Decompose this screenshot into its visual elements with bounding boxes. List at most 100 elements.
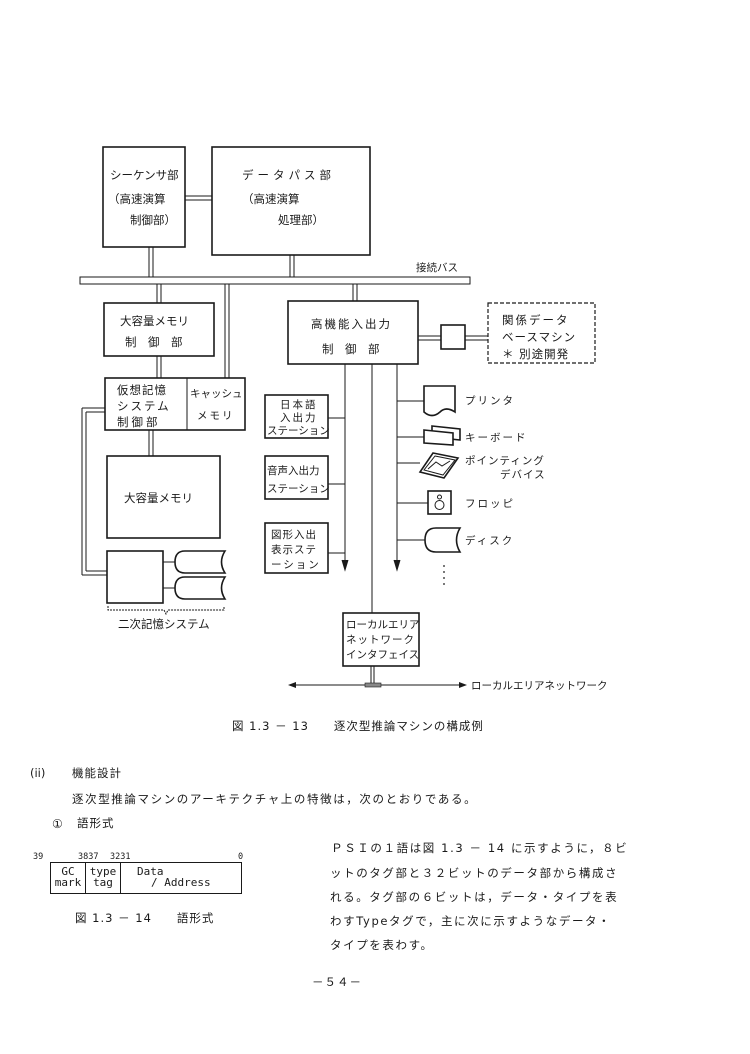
station-label: ステーション — [267, 483, 330, 495]
station-label: 入出力 — [280, 411, 318, 424]
local-area-network-line: ローカルエリアネットワーク — [288, 680, 608, 692]
paragraph-line: ＰＳＩの１語は図 1.3 － 14 に示すように，８ビ — [318, 841, 629, 855]
keyboard-icon — [423, 425, 461, 446]
memctrl-vm-link — [156, 356, 162, 378]
peripheral-disk: ディスク — [397, 527, 514, 553]
field-line: Data — [137, 865, 164, 878]
floppy-icon — [427, 490, 452, 515]
station-label: 日本語 — [280, 398, 318, 411]
io-controller-label: 高機能入出力 — [311, 317, 392, 331]
memory-controller-sub: 制 御 部 — [125, 335, 183, 349]
vm-secondary-link — [81, 407, 107, 576]
bit-label-32-31: 3231 — [110, 852, 131, 862]
field-line: GC — [61, 865, 75, 878]
keyboard-label: キーボード — [465, 432, 528, 444]
lan-drop-line — [370, 666, 375, 684]
main-memory-label: 大容量メモリ — [124, 491, 193, 505]
secondary-storage-label: 二次記憶システム — [118, 617, 210, 631]
memory-controller-box: 大容量メモリ 制 御 部 — [103, 302, 215, 357]
peripheral-keyboard: キーボード — [397, 425, 528, 446]
bus-label: 接続バス — [416, 261, 458, 274]
disk-icon — [424, 527, 462, 553]
pointing-device-label: ポインティング — [465, 454, 545, 467]
floppy-label: フロッピ — [465, 498, 515, 510]
rdb-machine-sub1: ベースマシン — [502, 330, 576, 344]
cache-sub: メモリ — [197, 410, 235, 422]
vm-controller-sub2: 制御部 — [117, 415, 161, 429]
peripheral-floppy: フロッピ — [397, 490, 515, 515]
graphics-io-station-box: 図形入出 表示ステ ーション — [264, 522, 345, 574]
type-tag-field: type tag — [86, 863, 121, 893]
connection-bus: 接続バス — [79, 261, 471, 285]
datapath-label: データパス部 — [242, 168, 335, 182]
vm-controller-label: 仮想記憶 — [117, 383, 167, 397]
rdb-machine-sub2: ＊ 別途開発 — [502, 347, 569, 361]
field-line: type — [89, 865, 117, 878]
lan-interface-sub1: ネットワーク — [346, 634, 415, 646]
section-heading: 機能設計 — [72, 766, 122, 780]
sequencer-sub1: （高速演算 — [108, 192, 166, 206]
gc-mark-field: GC mark — [51, 863, 86, 893]
sequencer-unit-box: シーケンサ部 （高速演算 制御部） — [102, 146, 186, 248]
station-label: 音声入出力 — [267, 464, 320, 477]
disk-drive-icon — [174, 550, 227, 574]
sequencer-sub2: 制御部） — [130, 213, 176, 227]
vm-controller-sub1: システム — [117, 399, 171, 413]
bit-label-0: 0 — [238, 852, 244, 862]
io-rdb-link — [418, 335, 488, 341]
disk-label: ディスク — [465, 534, 514, 547]
seq-datapath-link — [185, 195, 212, 201]
data-address-field: Data / Address — [121, 863, 241, 893]
io-channel-lines — [341, 364, 401, 613]
printer-label: プリンタ — [465, 395, 515, 407]
item-title: 語形式 — [77, 816, 115, 830]
station-label: ーション — [271, 559, 321, 571]
figure-13-caption: 図 1.3 － 13 逐次型推論マシンの構成例 — [232, 719, 484, 733]
figure-14-caption: 図 1.3 － 14 語形式 — [75, 911, 215, 925]
lan-label: ローカルエリアネットワーク — [471, 680, 608, 692]
paragraph-line: れる。タグ部の６ビットは，データ・タイプを表 — [330, 890, 619, 904]
architecture-diagram: シーケンサ部 （高速演算 制御部） データパス部 （高速演算 処理部） 接続バス… — [79, 146, 608, 692]
secondary-storage-group: 二次記憶システム — [106, 550, 227, 631]
cache-label: キャッシュ — [190, 388, 243, 400]
bit-label-38-37: 3837 — [78, 852, 99, 862]
peripheral-printer: プリンタ — [397, 385, 515, 417]
bus-connectors-bottom — [156, 284, 358, 378]
io-controller-box: 高機能入出力 制 御 部 — [287, 300, 419, 365]
field-line: mark — [54, 876, 82, 889]
vm-memory-link — [148, 430, 154, 456]
station-label: ステーション — [267, 425, 330, 437]
bus-connectors-top — [148, 247, 295, 277]
lan-interface-box: ローカルエリア ネットワーク インタフェイス — [342, 612, 420, 667]
section-marker: (ii) — [30, 766, 46, 780]
item-marker: ① — [52, 817, 63, 831]
peripheral-pointing-device: ポインティング デバイス — [397, 452, 546, 481]
station-label: 表示ステ — [271, 543, 317, 556]
relational-db-machine-box: 関係データ ベースマシン ＊ 別途開発 — [487, 302, 596, 364]
page-number: －５４－ — [312, 975, 362, 989]
section-intro: 逐次型推論マシンのアーキテクチャ上の特徴は，次のとおりである。 — [72, 792, 478, 806]
more-peripherals-ellipsis — [443, 565, 445, 585]
word-format-diagram: GC mark type tag Data / Address — [50, 862, 242, 894]
datapath-unit-box: データパス部 （高速演算 処理部） — [211, 146, 371, 256]
datapath-sub1: （高速演算 — [242, 192, 300, 206]
sequencer-label: シーケンサ部 — [110, 168, 179, 182]
pointing-device-icon — [418, 452, 460, 479]
bit-label-39: 39 — [33, 852, 44, 862]
datapath-sub2: 処理部） — [278, 213, 324, 227]
paragraph-line: タイプを表わす。 — [330, 938, 434, 952]
field-line: / Address — [151, 876, 211, 889]
pointing-device-label2: デバイス — [500, 468, 546, 481]
adapter-box — [440, 324, 466, 350]
main-memory-box: 大容量メモリ — [106, 455, 221, 539]
paragraph-line: ットのタグ部と３２ビットのデータ部から構成さ — [330, 866, 619, 880]
paragraph-line: わすTypeタグで，主に次に示すようなデータ・ — [330, 914, 612, 928]
station-label: 図形入出 — [271, 528, 317, 541]
field-line: tag — [93, 876, 113, 889]
lan-interface-sub2: インタフェイス — [346, 649, 419, 661]
rdb-machine-label: 関係データ — [502, 313, 570, 327]
lan-interface-label: ローカルエリア — [346, 619, 420, 631]
japanese-io-station-box: 日本語 入出力 ステーション — [264, 394, 345, 439]
printer-icon — [423, 385, 456, 417]
voice-io-station-box: 音声入出力 ステーション — [264, 455, 345, 500]
